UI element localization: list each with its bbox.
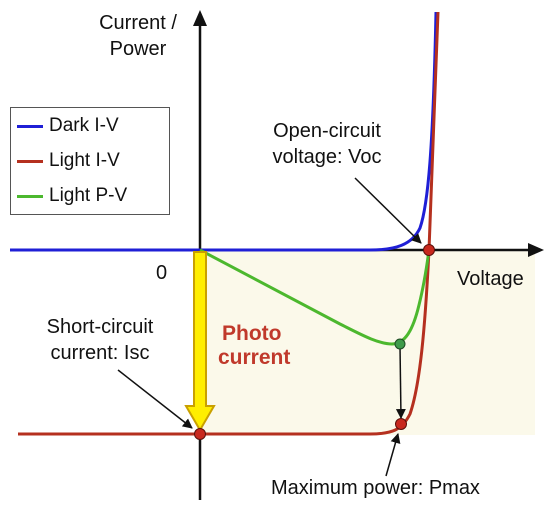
legend: Dark I-V Light I-V Light P-V (10, 107, 170, 215)
isc-annotation-line1: Short-circuit (46, 316, 154, 338)
legend-label-light-pv: Light P-V (49, 185, 128, 206)
y-axis-label-line1: Current / (99, 12, 177, 34)
legend-item-light-pv: Light P-V (17, 184, 127, 208)
y-axis-label-line2: Power (109, 38, 167, 60)
isc-pointer (117, 369, 193, 429)
photo-current-arrow (184, 251, 216, 432)
photo-current-line2: current (218, 346, 291, 369)
y-axis-label: Current / Power (78, 12, 198, 60)
legend-item-light-iv: Light I-V (17, 149, 120, 173)
legend-label-dark-iv: Dark I-V (49, 115, 119, 136)
x-axis-arrowhead (528, 243, 544, 257)
isc-point (194, 428, 206, 440)
origin-label: 0 (156, 262, 168, 284)
voc-annotation-line2: voltage: Voc (272, 146, 382, 168)
pmax-pointer (385, 433, 401, 477)
legend-swatch-dark-iv (17, 124, 43, 128)
legend-item-dark-iv: Dark I-V (17, 114, 119, 138)
y-axis-arrowhead (193, 10, 207, 26)
light-pv-curve (199, 248, 431, 346)
voc-annotation: Open-circuit voltage: Voc (252, 120, 402, 168)
pmax-point (395, 418, 407, 430)
pmax-annotation: Maximum power: Pmax (271, 477, 480, 499)
voc-point (423, 244, 435, 256)
photo-current-label: Photo current (218, 322, 290, 370)
voc-pointer (354, 177, 422, 244)
isc-annotation: Short-circuit current: Isc (30, 316, 170, 364)
x-axis-label: Voltage (457, 268, 524, 290)
legend-label-light-iv: Light I-V (49, 150, 120, 171)
pmax-drop-arrow (395, 345, 406, 419)
legend-swatch-light-iv (17, 159, 43, 163)
legend-swatch-light-pv (17, 194, 43, 198)
photo-current-line1: Photo (222, 322, 282, 345)
pmax-power-point (394, 338, 406, 350)
voc-annotation-line1: Open-circuit (273, 120, 381, 142)
isc-annotation-line2: current: Isc (50, 342, 150, 364)
